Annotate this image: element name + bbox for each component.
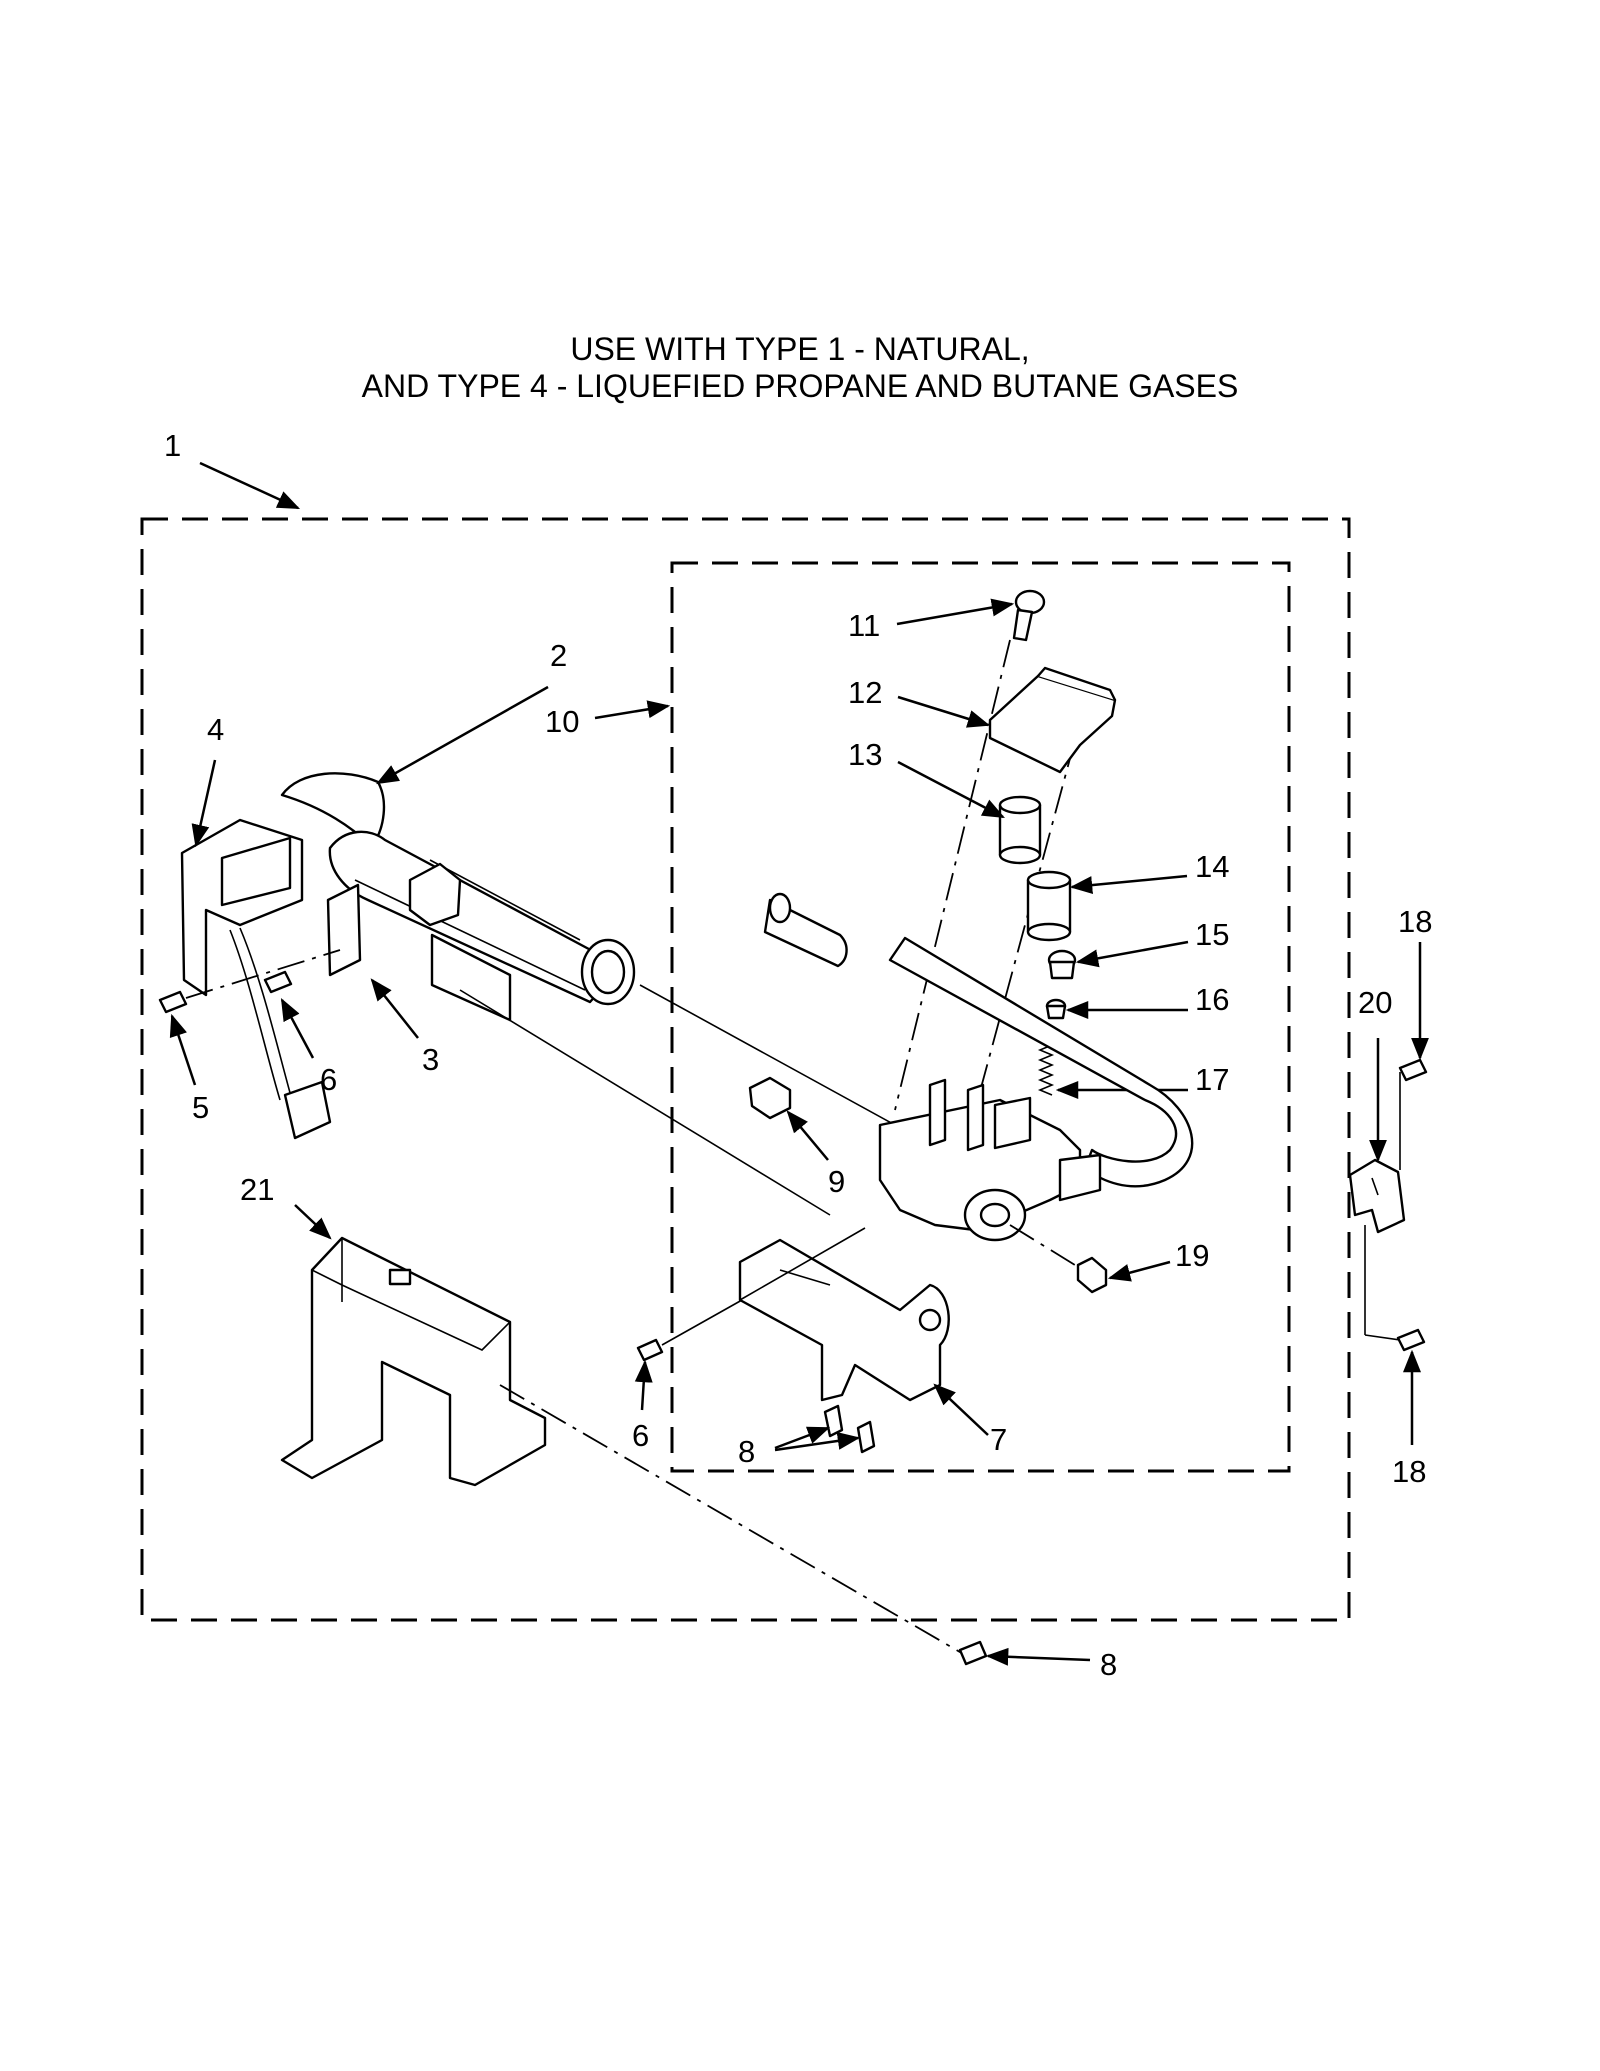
leader-6a bbox=[280, 998, 315, 1059]
valve-cap-15 bbox=[1047, 949, 1077, 980]
leader-15 bbox=[1075, 940, 1189, 968]
assembly-boundary-outer bbox=[140, 517, 1351, 1622]
leader-6b bbox=[634, 1359, 653, 1411]
centerline-screw-6b bbox=[661, 1299, 743, 1346]
centerline-right-screws-2 bbox=[1364, 1334, 1401, 1341]
screw-8b bbox=[958, 1640, 988, 1666]
callout-6b: 6 bbox=[632, 1418, 649, 1453]
callout-18b: 18 bbox=[1392, 1454, 1426, 1489]
clip-bracket-20 bbox=[1348, 1158, 1406, 1234]
callout-19: 19 bbox=[1175, 1238, 1209, 1273]
centerline-bracket-screw-8b bbox=[499, 1384, 966, 1656]
callout-10: 10 bbox=[545, 704, 579, 739]
screws-8a bbox=[823, 1404, 876, 1454]
callout-15: 15 bbox=[1195, 917, 1229, 952]
leader-21 bbox=[294, 1204, 332, 1240]
callout-2: 2 bbox=[550, 638, 567, 673]
callout-12: 12 bbox=[848, 675, 882, 710]
leader-12 bbox=[897, 695, 991, 728]
leader-11 bbox=[896, 598, 1015, 626]
diagram-title-line-1: USE WITH TYPE 1 - NATURAL, bbox=[570, 331, 1030, 367]
callout-8b: 8 bbox=[1100, 1647, 1117, 1682]
callout-8a: 8 bbox=[738, 1434, 755, 1469]
screw-18-top bbox=[1398, 1058, 1428, 1082]
assembly-boundary-valve bbox=[670, 561, 1291, 1473]
callout-21: 21 bbox=[240, 1172, 274, 1207]
callout-6a: 6 bbox=[320, 1062, 337, 1097]
leader-1 bbox=[199, 461, 301, 510]
valve-seat-16 bbox=[1045, 998, 1067, 1020]
callout-20: 20 bbox=[1358, 985, 1392, 1020]
callout-13: 13 bbox=[848, 737, 882, 772]
valve-mounting-bracket bbox=[738, 1227, 950, 1402]
gas-valve-body bbox=[878, 1078, 1102, 1242]
leader-8b bbox=[985, 1647, 1091, 1666]
centerline-valve-2 bbox=[974, 739, 1076, 1111]
callout-14: 14 bbox=[1195, 849, 1229, 884]
callout-18a: 18 bbox=[1398, 904, 1432, 939]
screw-left bbox=[158, 970, 293, 1014]
centerline-screws-left bbox=[185, 949, 341, 999]
screw-18-bottom bbox=[1396, 1328, 1426, 1352]
leader-14 bbox=[1069, 874, 1188, 895]
ignitor-bracket bbox=[180, 818, 362, 1140]
leader-4 bbox=[191, 759, 217, 848]
centerline-valve-1 bbox=[894, 639, 1011, 1111]
coil-14 bbox=[1026, 870, 1072, 942]
coil-13 bbox=[998, 795, 1042, 865]
callout-1: 1 bbox=[164, 428, 181, 463]
leader-8a-1 bbox=[774, 1426, 831, 1450]
orifice-nozzle bbox=[748, 1076, 792, 1120]
leader-3 bbox=[370, 978, 419, 1039]
leader-9 bbox=[786, 1110, 829, 1161]
leader-2 bbox=[376, 685, 549, 785]
leader-7 bbox=[933, 1383, 989, 1436]
callout-3: 3 bbox=[422, 1042, 439, 1077]
leader-19 bbox=[1107, 1260, 1171, 1282]
burner-support-bracket bbox=[280, 1236, 547, 1487]
callout-7: 7 bbox=[990, 1422, 1007, 1457]
callout-5: 5 bbox=[192, 1090, 209, 1125]
wire-connector-19 bbox=[1076, 1256, 1108, 1294]
centerline-burner-nozzle bbox=[639, 984, 896, 1126]
callout-17: 17 bbox=[1195, 1062, 1229, 1097]
burner-tube bbox=[280, 772, 636, 1022]
leader-13 bbox=[897, 760, 1005, 819]
screw-6b bbox=[636, 1338, 664, 1362]
centerline-bracket bbox=[459, 989, 831, 1216]
callout-16: 16 bbox=[1195, 982, 1229, 1017]
callout-11: 11 bbox=[848, 608, 880, 643]
callout-9: 9 bbox=[828, 1164, 845, 1199]
screw-11 bbox=[1012, 589, 1046, 642]
callout-4: 4 bbox=[207, 712, 224, 747]
diagram-title-line-2: AND TYPE 4 - LIQUEFIED PROPANE AND BUTAN… bbox=[361, 368, 1239, 404]
leader-10 bbox=[594, 700, 671, 720]
coil-bracket bbox=[988, 666, 1117, 774]
leader-8a-2 bbox=[774, 1431, 861, 1452]
centerline-valve-connector bbox=[1009, 1224, 1076, 1266]
leader-5 bbox=[169, 1013, 197, 1086]
